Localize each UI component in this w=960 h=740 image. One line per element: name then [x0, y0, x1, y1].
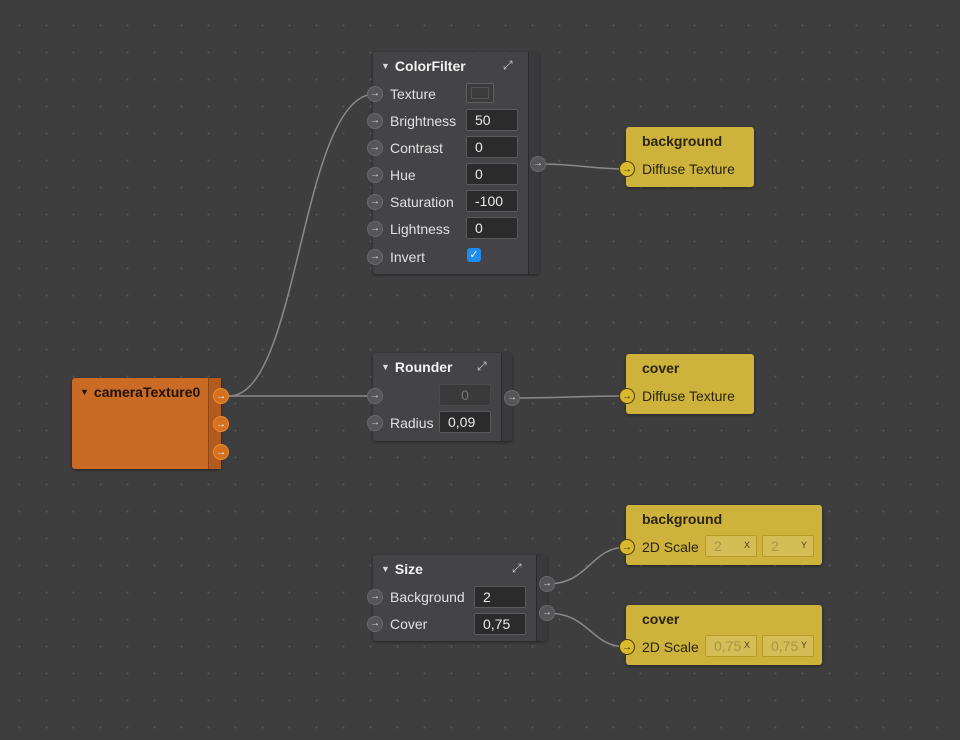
node-title[interactable]: cover: [642, 611, 680, 627]
expand-icon[interactable]: ⤢: [512, 561, 522, 575]
radius-field[interactable]: 0,09: [439, 411, 491, 433]
label-background: Background: [390, 589, 465, 605]
input-port-invert[interactable]: →: [367, 249, 383, 265]
axis-x-label: X: [743, 640, 750, 650]
input-port-diffuse-texture[interactable]: →: [619, 388, 635, 404]
label-lightness: Lightness: [390, 221, 450, 237]
collapse-triangle-icon[interactable]: ▼: [80, 387, 89, 397]
label-2d-scale: 2D Scale: [642, 539, 699, 555]
label-radius: Radius: [390, 415, 434, 431]
expand-icon[interactable]: ⤢: [477, 359, 487, 373]
label-cover: Cover: [390, 616, 428, 632]
output-port-rgba[interactable]: →: [213, 388, 229, 404]
node-title-text: Size: [394, 561, 423, 577]
scale-x-field[interactable]: 0,75 X: [705, 635, 757, 657]
axis-x-label: X: [743, 540, 750, 550]
node-title[interactable]: background: [642, 511, 723, 527]
input-port-saturation[interactable]: →: [367, 194, 383, 210]
label-diffuse-texture: Diffuse Texture: [642, 161, 735, 177]
input-port-diffuse-texture[interactable]: →: [619, 161, 635, 177]
node-title[interactable]: ▼ cameraTexture0: [80, 384, 200, 400]
background-material-node[interactable]: background → Diffuse Texture: [619, 127, 754, 187]
contrast-field[interactable]: 0: [466, 136, 518, 158]
input-port-radius[interactable]: →: [367, 415, 383, 431]
node-title[interactable]: ▼ Rounder: [381, 359, 452, 375]
label-diffuse-texture: Diffuse Texture: [642, 388, 735, 404]
background-scale-node[interactable]: background → 2D Scale 2 X 2 Y: [619, 505, 822, 565]
wire-colorfilter-to-background: [538, 163, 628, 170]
collapse-triangle-icon[interactable]: ▼: [381, 61, 390, 71]
node-title[interactable]: cover: [642, 360, 680, 376]
input-port-background[interactable]: →: [367, 589, 383, 605]
wire-camera-to-colorfilter: [228, 93, 376, 397]
scale-y-field[interactable]: 0,75 Y: [762, 635, 814, 657]
expand-icon[interactable]: ⤢: [503, 58, 513, 72]
collapse-triangle-icon[interactable]: ▼: [381, 362, 390, 372]
brightness-field[interactable]: 50: [466, 109, 518, 131]
cover-scale-node[interactable]: cover → 2D Scale 0,75 X 0,75 Y: [619, 605, 822, 665]
wire-rounder-to-cover: [511, 395, 628, 399]
colorfilter-node[interactable]: ▼ ColorFilter ⤢ → Texture → Brightness 50…: [367, 52, 546, 274]
input-port-lightness[interactable]: →: [367, 221, 383, 237]
output-port-rounder[interactable]: →: [504, 390, 520, 406]
scale-y-value: 2: [771, 538, 779, 554]
input-port-contrast[interactable]: →: [367, 140, 383, 156]
input-port-cover[interactable]: →: [367, 616, 383, 632]
node-title[interactable]: ▼ Size: [381, 561, 423, 577]
node-title-text: ColorFilter: [394, 58, 466, 74]
axis-y-label: Y: [800, 540, 807, 550]
invert-checkbox[interactable]: ✓: [467, 248, 481, 262]
scale-x-value: 0,75: [714, 638, 742, 654]
input-port-texture[interactable]: →: [367, 388, 383, 404]
background-size-field[interactable]: 2: [474, 586, 526, 608]
lightness-field[interactable]: 0: [466, 217, 518, 239]
label-2d-scale: 2D Scale: [642, 639, 699, 655]
node-title[interactable]: ▼ ColorFilter: [381, 58, 466, 74]
label-texture: Texture: [390, 86, 436, 102]
size-node[interactable]: ▼ Size ⤢ → Background 2 → Cover 0,75 → →: [367, 555, 555, 641]
cover-material-node[interactable]: cover → Diffuse Texture: [619, 354, 754, 414]
cover-size-field[interactable]: 0,75: [474, 613, 526, 635]
input-port-texture[interactable]: →: [367, 86, 383, 102]
input-port-hue[interactable]: →: [367, 167, 383, 183]
axis-y-label: Y: [800, 640, 807, 650]
texture-swatch[interactable]: [466, 83, 494, 103]
rounder-disabled-field: 0: [439, 384, 491, 406]
hue-field[interactable]: 0: [466, 163, 518, 185]
node-title-text: Rounder: [394, 359, 453, 375]
scale-x-field[interactable]: 2 X: [705, 535, 757, 557]
input-port-2d-scale[interactable]: →: [619, 539, 635, 555]
label-hue: Hue: [390, 167, 416, 183]
camera-texture-node[interactable]: ▼ cameraTexture0 → → →: [72, 378, 229, 469]
output-port-size-background[interactable]: →: [539, 576, 555, 592]
label-brightness: Brightness: [390, 113, 457, 129]
output-port-colorfilter[interactable]: →: [530, 156, 546, 172]
output-port-alpha[interactable]: →: [213, 444, 229, 460]
output-port-size-cover[interactable]: →: [539, 605, 555, 621]
wire-size-to-bg-scale: [546, 546, 628, 585]
input-port-brightness[interactable]: →: [367, 113, 383, 129]
input-port-2d-scale[interactable]: →: [619, 639, 635, 655]
scale-y-value: 0,75: [771, 638, 799, 654]
saturation-field[interactable]: -100: [466, 190, 518, 212]
scale-x-value: 2: [714, 538, 722, 554]
node-title-text: cameraTexture0: [93, 384, 201, 400]
label-contrast: Contrast: [390, 140, 443, 156]
collapse-triangle-icon[interactable]: ▼: [381, 564, 390, 574]
label-saturation: Saturation: [390, 194, 454, 210]
node-output-rail: [536, 555, 547, 641]
node-title[interactable]: background: [642, 133, 723, 149]
rounder-node[interactable]: ▼ Rounder ⤢ → 0 → Radius 0,09 →: [367, 353, 520, 441]
output-port-rgb[interactable]: →: [213, 416, 229, 432]
wire-size-to-cover-scale: [546, 612, 628, 648]
scale-y-field[interactable]: 2 Y: [762, 535, 814, 557]
label-invert: Invert: [390, 249, 426, 265]
